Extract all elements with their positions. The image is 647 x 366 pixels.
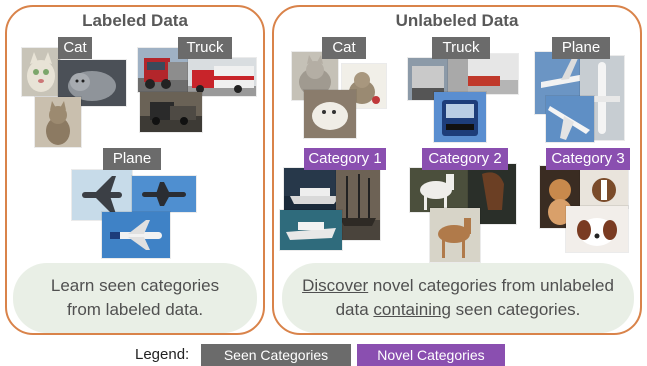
horse-photo [430,208,480,262]
tag-truck: Truck [432,37,490,59]
tag-plane: Plane [552,37,610,59]
tag-plane: Plane [103,148,161,170]
tag-category-3: Category 3 [546,148,630,170]
horse-photo [410,168,468,212]
cat-photo [58,60,126,106]
truck-photo [448,54,518,94]
labeled-data-panel [5,5,265,335]
truck-photo [434,92,486,142]
truck-photo [188,58,256,96]
dog-photo [566,206,628,252]
cat-photo [35,97,81,147]
tag-category-1: Category 1 [304,148,386,170]
plane-photo [102,212,170,258]
plane-photo [132,176,196,212]
horse-photo [468,164,516,224]
legend-seen: Seen Categories [201,344,351,366]
plane-photo [72,170,132,220]
unlabeled-data-title: Unlabeled Data [395,11,519,30]
labeled-note: Learn seen categories from labeled data. [13,263,257,333]
underline-discover: Discover [302,276,369,295]
cat-photo [22,48,60,96]
underline-containing: containing [373,300,451,319]
ship-photo [280,210,342,250]
unlabeled-note: Discover novel categories from unlabeled… [282,263,634,333]
plane-photo [546,96,594,142]
legend-label: Legend: [135,346,190,363]
truck-photo [408,58,448,100]
unlabeled-data-panel [272,5,642,335]
tag-cat: Cat [58,37,92,59]
dog-photo [580,170,628,208]
unlabeled-note-text: Discover novel categories from unlabeled… [298,274,618,322]
legend-novel: Novel Categories [357,344,505,366]
ship-photo [336,170,380,240]
note-part: novel categories from unlabeled data [335,276,614,319]
tag-cat: Cat [322,37,366,59]
cat-photo [304,90,356,138]
tag-truck: Truck [178,37,232,59]
ship-photo [284,168,346,212]
tag-category-2: Category 2 [422,148,508,170]
labeled-data-title: Labeled Data [82,11,188,30]
labeled-note-text: Learn seen categories from labeled data. [50,276,220,319]
truck-photo [140,92,202,132]
note-part: seen categories. [450,300,581,319]
